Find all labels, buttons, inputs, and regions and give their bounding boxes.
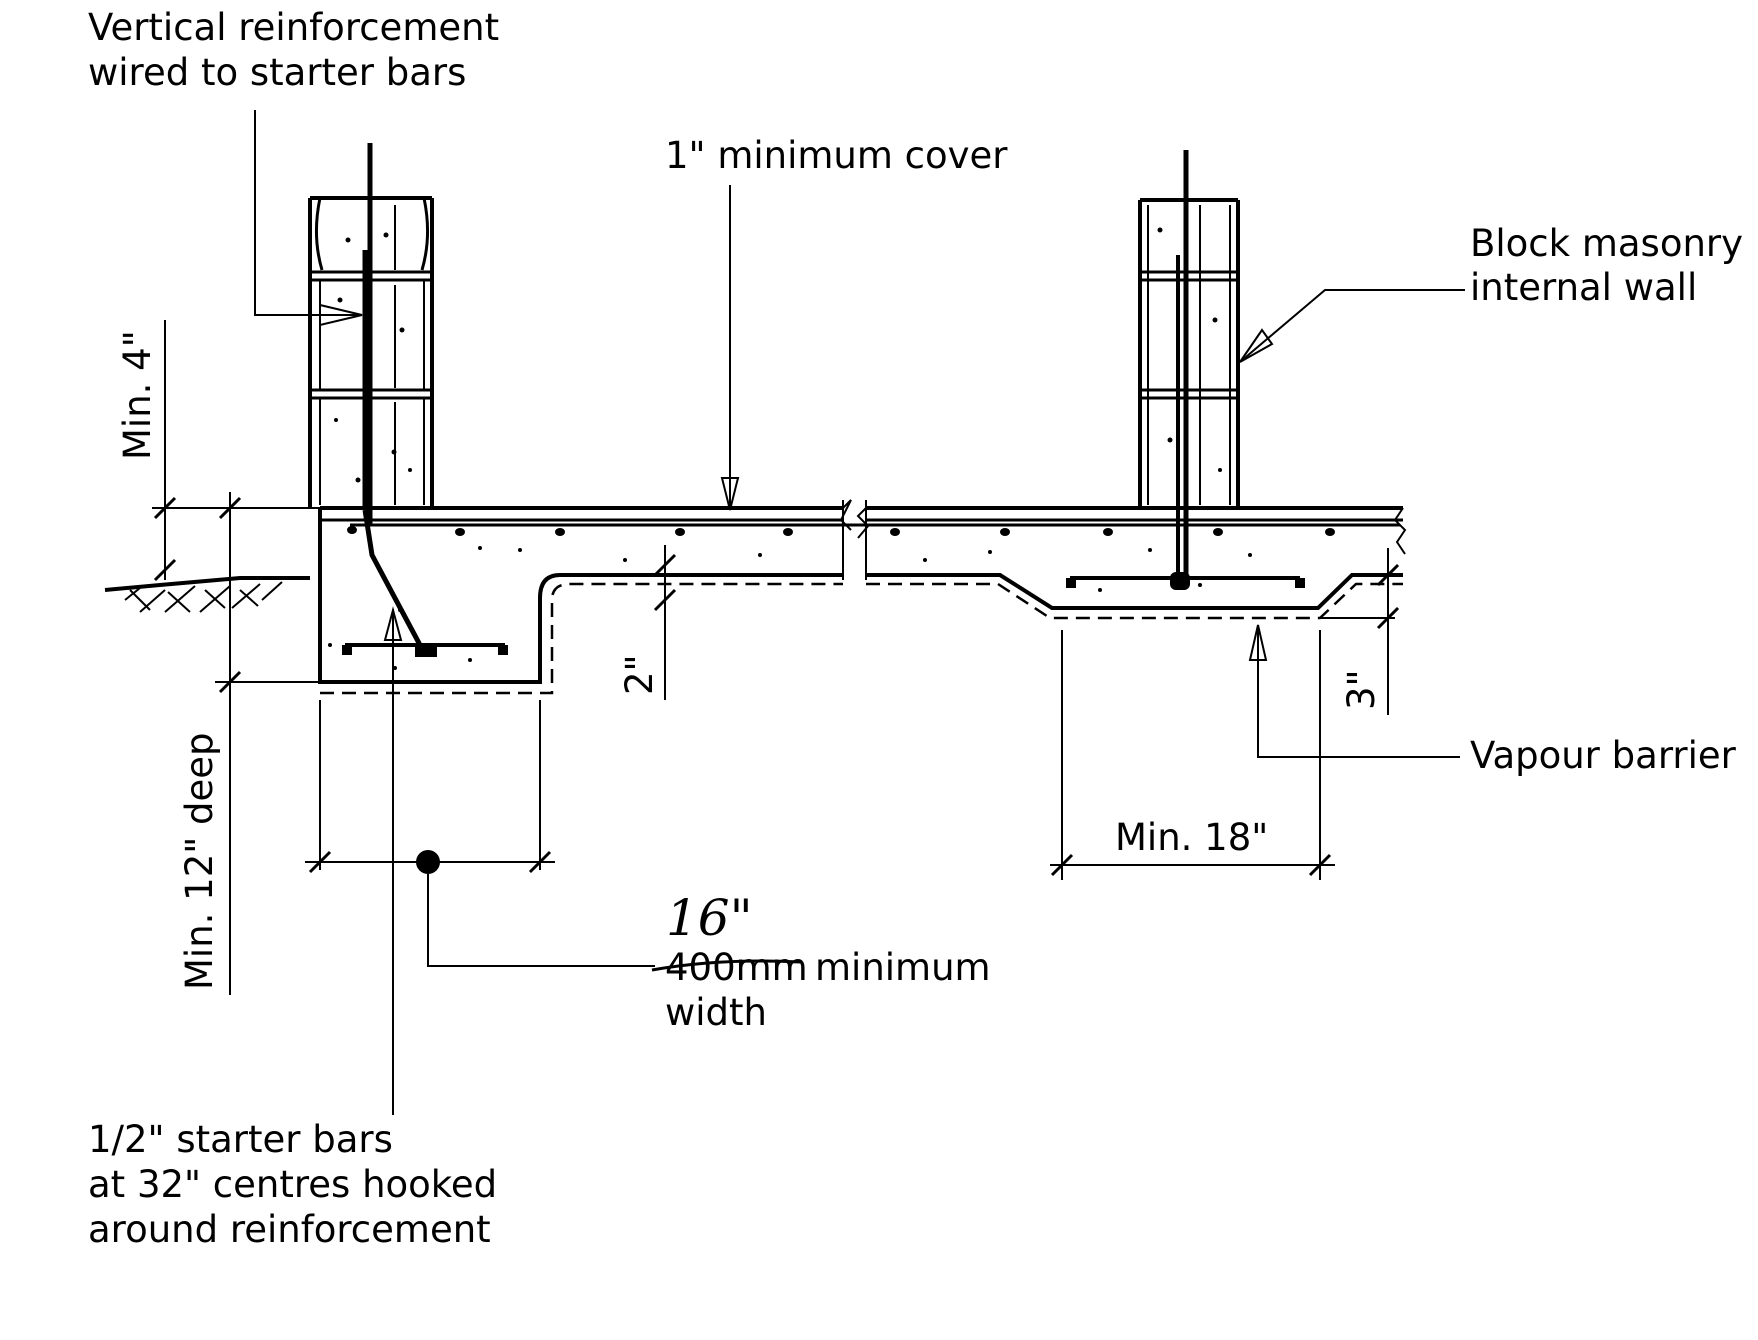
vapour-barrier-label: Vapour barrier — [1470, 734, 1737, 777]
left-masonry-wall — [308, 196, 434, 508]
ground-line — [104, 576, 310, 613]
starter-bars-label-3: around reinforcement — [88, 1208, 491, 1251]
width-minimum-label: minimum — [815, 946, 991, 989]
leader-vapour-barrier — [1248, 624, 1460, 758]
dimension-2-inch: 2" — [618, 545, 677, 700]
block-masonry-label-2: internal wall — [1470, 266, 1697, 309]
two-inch-label: 2" — [618, 654, 661, 695]
width-struck-value: 400mm — [665, 946, 808, 989]
width-label-line2: width — [665, 991, 767, 1034]
min-18-label: Min. 18" — [1115, 816, 1268, 859]
starter-bars-label-1: 1/2" starter bars — [88, 1118, 393, 1161]
three-inch-label: 3" — [1340, 669, 1383, 710]
handwritten-16-inch: 16" — [666, 889, 753, 947]
min-cover-label: 1" minimum cover — [665, 134, 1008, 177]
dimension-min-4: Min. 4" — [116, 320, 320, 582]
concrete-slab — [318, 499, 1407, 695]
dimension-min-12-deep: Min. 12" deep — [178, 492, 320, 995]
leader-starter-bars — [383, 606, 403, 1115]
right-masonry-wall — [1138, 198, 1240, 508]
leader-block-masonry — [1239, 289, 1465, 363]
strike-through — [651, 959, 801, 972]
right-vertical-reinforcement — [1176, 150, 1189, 580]
min-12-deep-label: Min. 12" deep — [178, 732, 221, 990]
leader-vertical-reinforcement — [254, 110, 363, 327]
min-4-label: Min. 4" — [116, 330, 159, 460]
block-masonry-label-1: Block masonry — [1470, 222, 1743, 265]
dimension-min-18: Min. 18" — [1050, 630, 1335, 880]
dimension-footing-width — [305, 700, 655, 967]
vertical-reinforcement-label-2: wired to starter bars — [88, 51, 466, 94]
starter-bars-label-2: at 32" centres hooked — [88, 1163, 497, 1206]
leader-min-cover — [720, 185, 740, 511]
dimension-3-inch: 3" — [1320, 548, 1400, 715]
vertical-reinforcement-label-1: Vertical reinforcement — [88, 6, 499, 49]
